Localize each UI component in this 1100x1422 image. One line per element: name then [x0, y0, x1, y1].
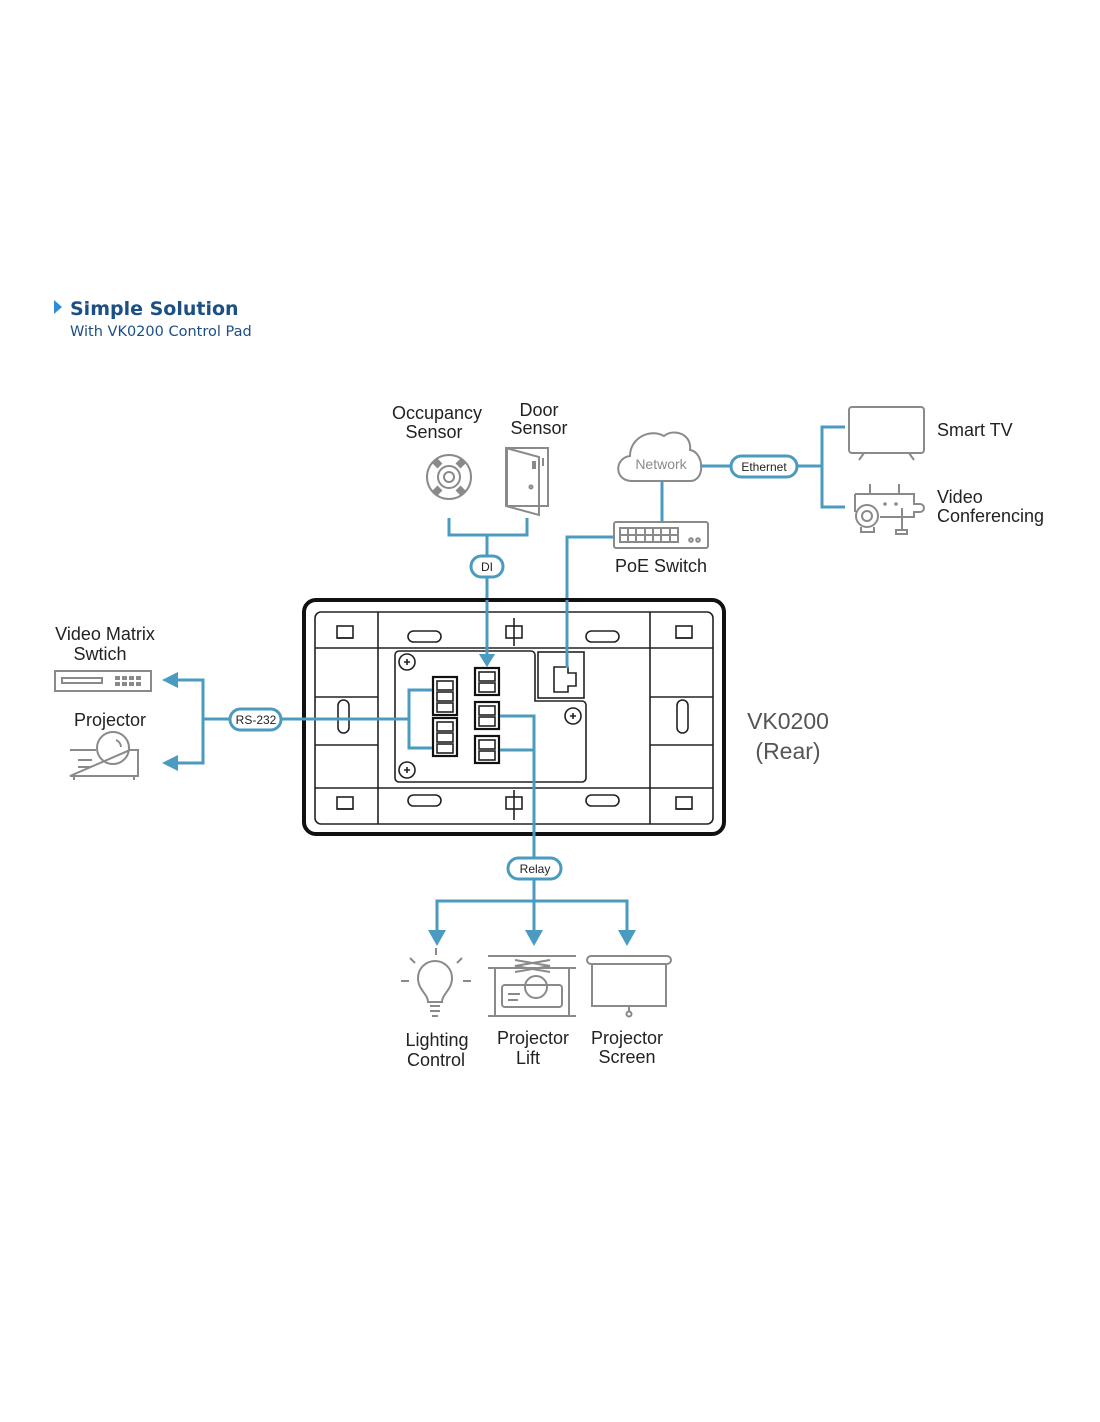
relay-bus [435, 899, 629, 930]
relay-terminal-block-2 [473, 734, 501, 765]
lighting-control: Lighting Control [401, 948, 471, 1070]
device-wires-overlay [281, 600, 569, 858]
video-conferencing: Video Conferencing [854, 484, 1044, 535]
poe-switch: PoE Switch [613, 521, 709, 576]
rs232-terminal-block-1 [431, 675, 459, 717]
occupancy-sensor-icon [426, 454, 472, 500]
door-sensor: Door Sensor [505, 400, 568, 517]
di-sensor-bus [447, 518, 529, 537]
projector-screen-icon [586, 955, 672, 1018]
rs232-pill: RS-232 [228, 707, 283, 732]
projector-lift-icon [488, 955, 576, 1017]
smart-tv-label: Smart TV [937, 420, 1013, 440]
rs232-label: RS-232 [236, 713, 277, 727]
relay-terminal-block-1 [473, 700, 501, 731]
occupancy-sensor-label-1: Occupancy [392, 403, 482, 423]
projector-lift: Projector Lift [488, 955, 576, 1068]
projector-arrow-icon [162, 755, 178, 771]
relay-label: Relay [520, 862, 551, 876]
projector-screen: Projector Screen [586, 955, 672, 1067]
light-bulb-icon [401, 948, 471, 1017]
rj45-port-icon [537, 651, 585, 699]
projector-label: Projector [74, 710, 146, 730]
ethernet-pill: Ethernet [729, 454, 799, 479]
rs232-terminal-block-2 [431, 716, 459, 758]
bullet-arrow-icon [54, 300, 62, 314]
page-title: Simple Solution [70, 298, 239, 320]
cloud-icon [617, 431, 703, 482]
video-conferencing-label-1: Video [937, 487, 983, 507]
tv-icon [848, 406, 925, 461]
screen-arrow-icon [618, 930, 636, 946]
di-label: DI [481, 560, 493, 574]
di-pill: DI [469, 554, 505, 579]
occupancy-sensor: Occupancy Sensor [392, 403, 482, 500]
video-matrix-label-2: Swtich [73, 644, 126, 664]
door-icon [505, 446, 549, 517]
video-conferencing-label-2: Conferencing [937, 506, 1044, 526]
occupancy-sensor-label-2: Sensor [405, 422, 462, 442]
projector-icon [69, 731, 139, 780]
wires [162, 425, 845, 946]
door-sensor-label-2: Sensor [510, 418, 567, 438]
projector-lift-label-2: Lift [516, 1048, 540, 1068]
video-matrix-label-1: Video Matrix [55, 624, 155, 644]
lift-arrow-icon [525, 930, 543, 946]
network-cloud: Network [617, 431, 703, 482]
projector-screen-label-1: Projector [591, 1028, 663, 1048]
relay-pill: Relay [506, 856, 563, 881]
poe-switch-label: PoE Switch [615, 556, 707, 576]
page-subtitle: With VK0200 Control Pad [70, 324, 252, 340]
device-name-label: VK0200 [747, 708, 829, 734]
lighting-arrow-icon [428, 930, 446, 946]
relay-wire-1 [500, 714, 536, 858]
ethernet-bus [820, 425, 845, 509]
clip-icons [336, 618, 693, 820]
door-sensor-label-1: Door [519, 400, 558, 420]
network-label: Network [635, 456, 687, 472]
di-terminal-block [473, 666, 501, 697]
lighting-control-label-2: Control [407, 1050, 465, 1070]
rs232-device-bus [178, 678, 205, 765]
rs232-terminal-bus [407, 688, 432, 750]
poe-switch-icon [613, 521, 709, 549]
projector-lift-label-1: Projector [497, 1028, 569, 1048]
projector-screen-label-2: Screen [598, 1047, 655, 1067]
device-view-label: (Rear) [755, 738, 820, 764]
ethernet-label: Ethernet [741, 460, 787, 474]
header: Simple Solution With VK0200 Control Pad [54, 298, 252, 340]
smart-tv: Smart TV [848, 406, 1013, 461]
lighting-control-label-1: Lighting [405, 1030, 468, 1050]
projector: Projector [69, 710, 146, 780]
screw-icons [398, 653, 582, 779]
matrix-arrow-icon [162, 672, 178, 688]
vk0200-device [302, 598, 726, 836]
video-matrix-switch: Video Matrix Swtich [54, 624, 155, 692]
matrix-switch-icon [54, 670, 152, 692]
video-conferencing-icon [854, 484, 925, 535]
